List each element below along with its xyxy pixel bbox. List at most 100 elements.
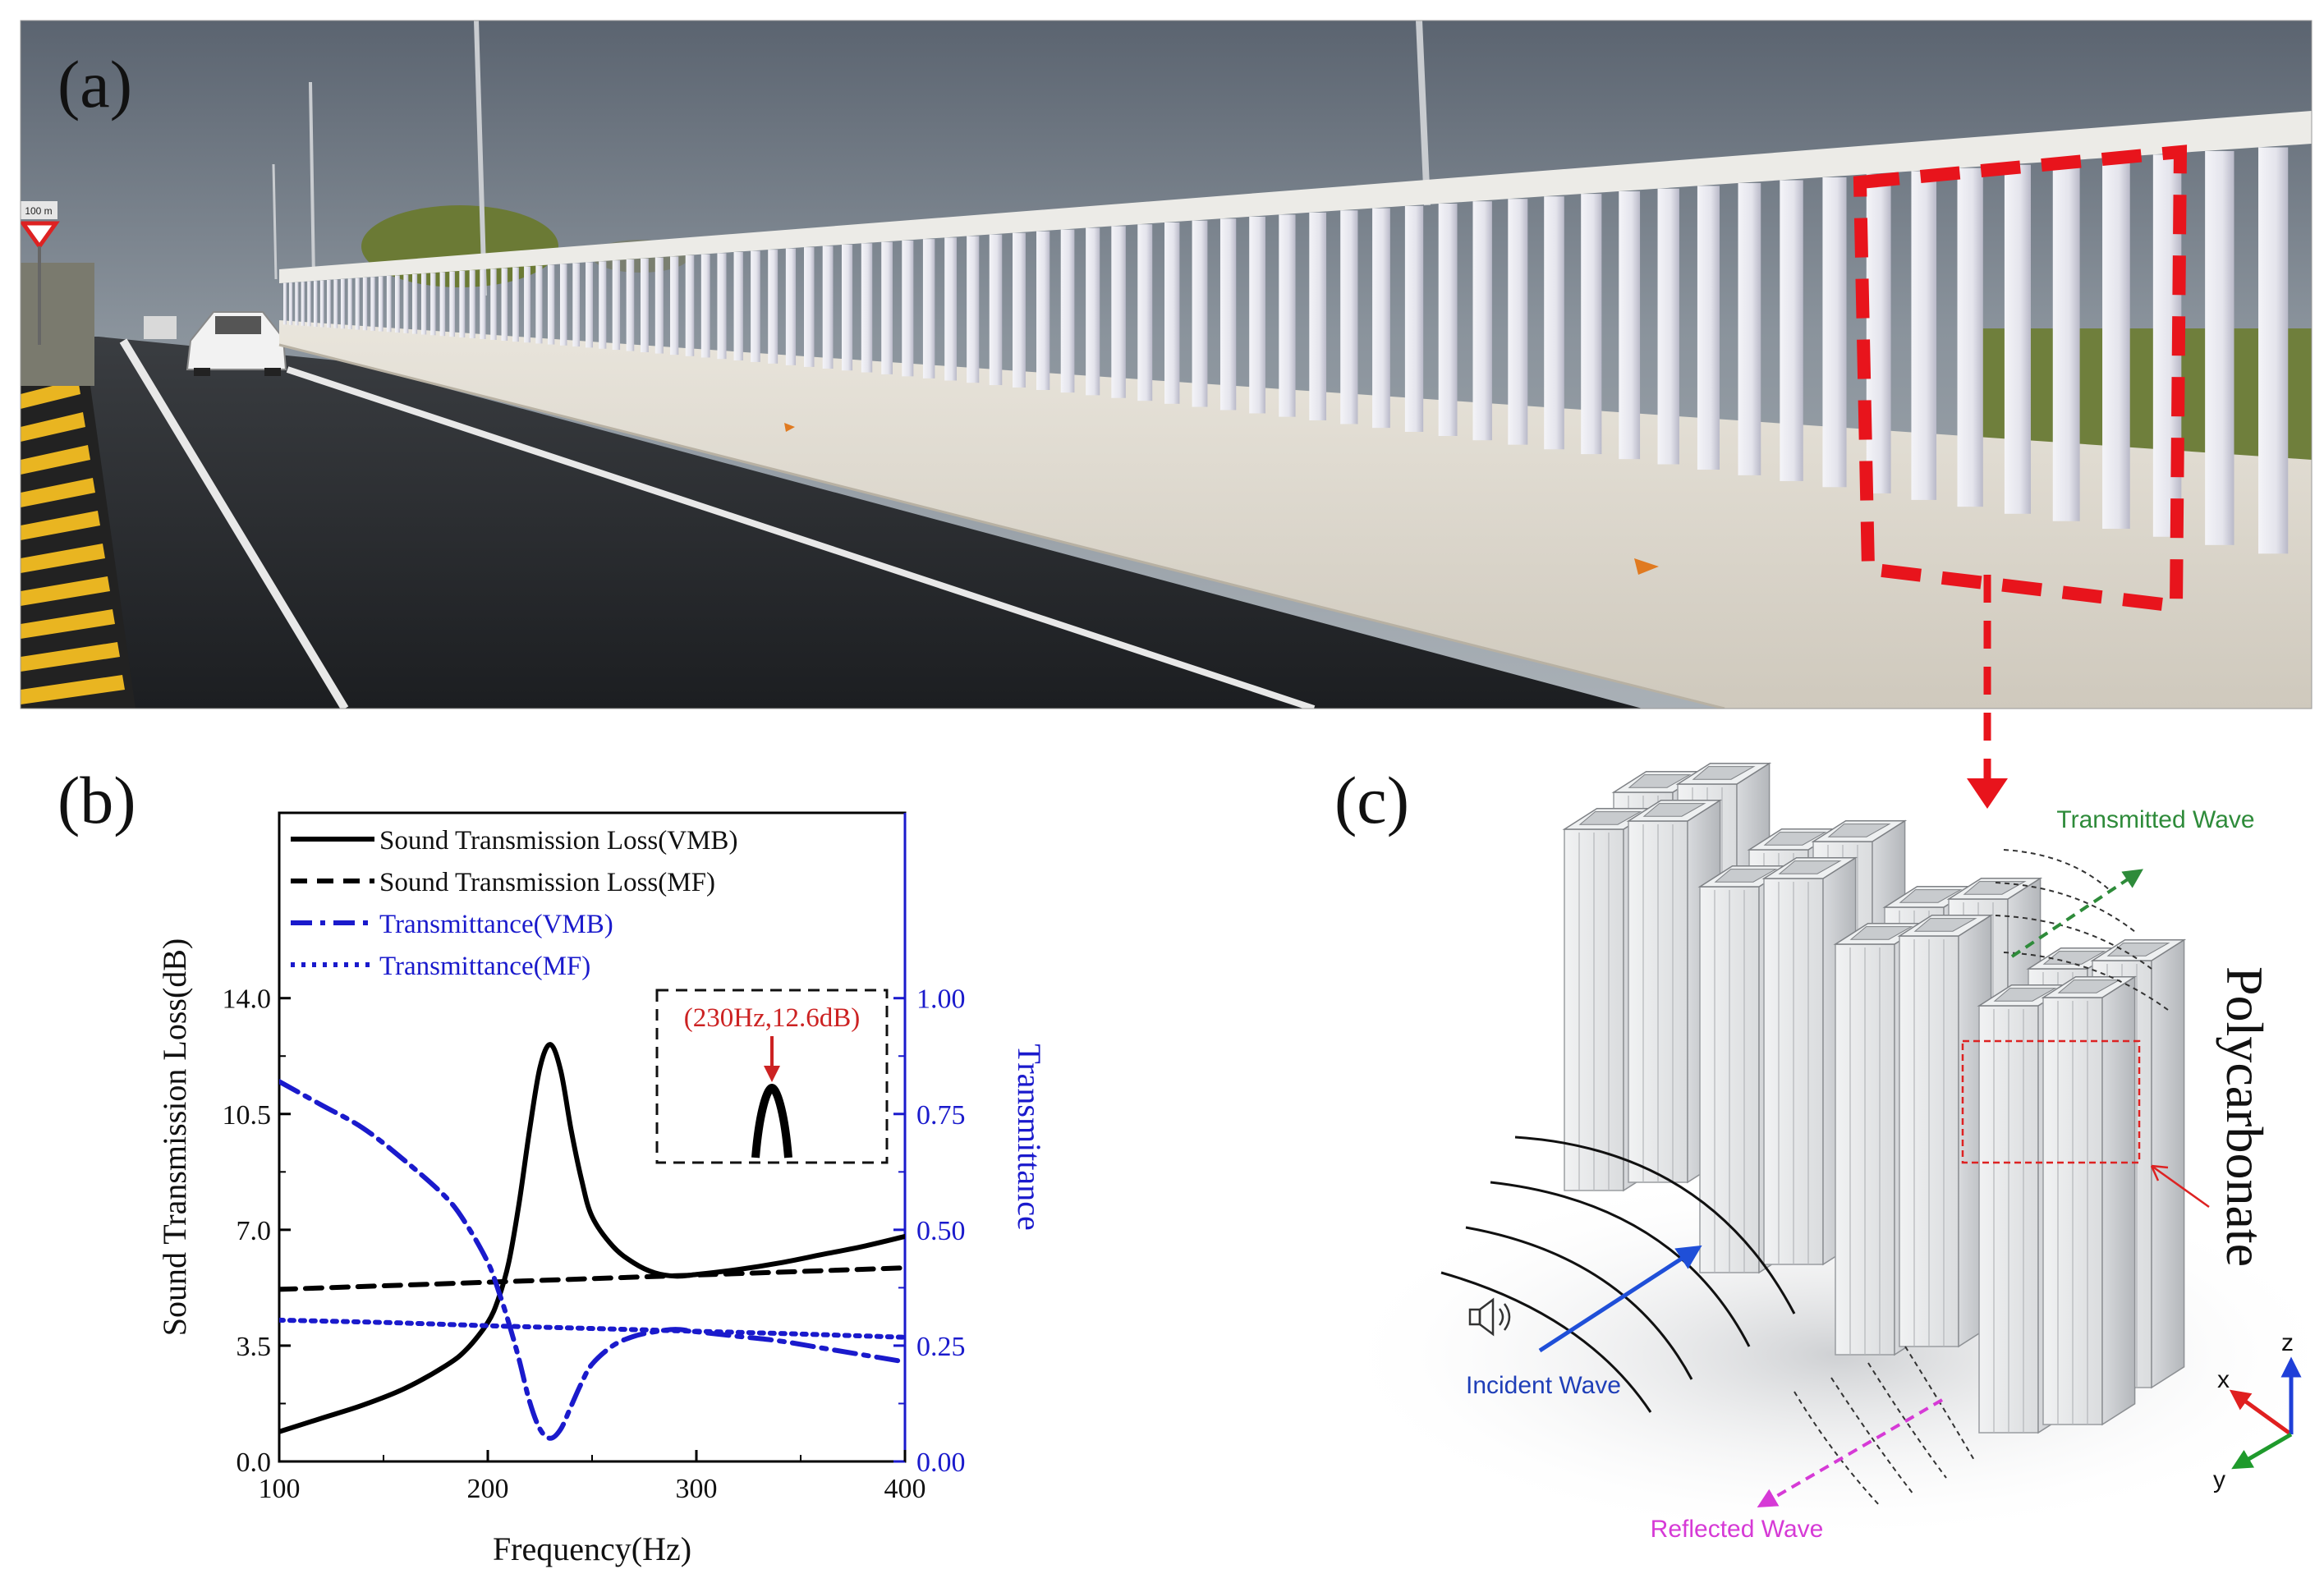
- reflected-wave: [1794, 1346, 1976, 1507]
- barrier-slat: [1508, 199, 1528, 445]
- lane-line: [286, 366, 1316, 709]
- barrier-slat: [822, 245, 834, 369]
- barrier-slat: [1219, 218, 1237, 411]
- barrier-slat: [490, 268, 497, 340]
- barrier-slat: [989, 234, 1003, 386]
- barrier-slat: [1309, 212, 1327, 420]
- barrier-slat: [449, 271, 456, 337]
- barrier-slat: [902, 240, 914, 377]
- y2-tick-label: 0.75: [916, 1100, 966, 1131]
- panel-label-b: (b): [57, 763, 136, 837]
- barrier-slat: [700, 254, 710, 358]
- y-tick-label: 0.0: [237, 1447, 272, 1478]
- barrier-slats: [283, 147, 2289, 554]
- barrier-slat: [685, 255, 695, 356]
- legend-label-mf-stl: Sound Transmission Loss(MF): [379, 868, 715, 897]
- transmitted-wave: [1995, 849, 2169, 1011]
- peak-inset: (230Hz,12.6dB): [655, 989, 889, 1164]
- top-rail: [279, 111, 2312, 283]
- incident-wave: [1440, 1136, 1796, 1413]
- barrier-slat: [1472, 201, 1492, 441]
- reflected-wave-label: Reflected Wave: [1651, 1516, 1824, 1543]
- y-tick-label: 7.0: [237, 1216, 272, 1246]
- transmitted-arrow-icon: [2010, 869, 2143, 958]
- barrier-slat: [1780, 180, 1803, 481]
- curb-stripe: [21, 642, 120, 672]
- barrier-slat: [1164, 222, 1180, 404]
- y2-tick-label: 0.00: [916, 1447, 966, 1478]
- y2-axis-title: Transmittance: [1011, 1044, 1048, 1230]
- curb-stripe: [21, 675, 125, 704]
- series-mf-transmittance: [279, 1317, 905, 1340]
- barrier-slat: [378, 276, 384, 332]
- barrier-slat: [1137, 224, 1153, 401]
- barrier-slat: [1340, 210, 1358, 424]
- panel-label-a: (a): [57, 47, 132, 122]
- barrier-slat: [301, 282, 305, 326]
- barrier-slat: [1036, 231, 1050, 390]
- transmission-chart: 0.03.57.010.514.0 0.000.250.500.751.00 1…: [156, 811, 1048, 1567]
- material-label: Polycarbonate: [2216, 966, 2274, 1267]
- barrier-slat: [524, 266, 530, 343]
- barrier-slat: [841, 244, 853, 371]
- barrier-slat: [804, 247, 815, 367]
- barrier-slat: [861, 243, 873, 373]
- barrier-slat: [881, 241, 893, 374]
- barrier-slat: [641, 258, 649, 353]
- x-tick-label: 100: [259, 1474, 301, 1504]
- barrier-slat: [355, 278, 360, 330]
- barrier-slat: [2102, 158, 2130, 530]
- barrier-slat: [1822, 177, 1847, 488]
- connector-arrow-icon: [1967, 778, 2008, 809]
- barrier-slat: [1438, 204, 1458, 437]
- barrier-slat: [2052, 161, 2080, 521]
- barrier-slat: [751, 250, 760, 362]
- incident-arrow-icon: [1538, 1245, 1702, 1353]
- barrier-slat: [1060, 229, 1075, 393]
- yield-sign: [21, 221, 60, 250]
- barrier-slat: [1911, 171, 1937, 500]
- speaker-icon: [1468, 1297, 1511, 1337]
- barrier-slat: [559, 264, 567, 346]
- barrier-slat: [2004, 164, 2031, 514]
- barrier-slat: [420, 273, 427, 335]
- legend: Sound Transmission Loss(VMB) Sound Trans…: [291, 826, 737, 981]
- barrier-slat: [295, 282, 299, 326]
- barrier-slat: [480, 269, 486, 339]
- barrier-slat: [1192, 220, 1208, 407]
- curb-stripe: [21, 511, 100, 540]
- x-tick-label: 300: [676, 1474, 718, 1504]
- barrier-slat: [469, 270, 475, 338]
- barrier-slat: [512, 267, 519, 342]
- barrier-slat: [586, 262, 593, 348]
- barrier-slat: [2258, 147, 2289, 554]
- y-axis-left: 0.0 3.5 7.0 10.5 14.0: [223, 984, 291, 1478]
- barrier-slat: [1619, 190, 1641, 460]
- curb-stripe: [21, 412, 85, 442]
- barrier-slat: [327, 280, 331, 328]
- y-tick-label: 10.5: [223, 1100, 272, 1131]
- orange-marker: [1634, 558, 1659, 575]
- legend-label-vmb-stl: Sound Transmission Loss(VMB): [379, 826, 737, 856]
- curb-stripe: [21, 576, 110, 606]
- column-profile: [1897, 914, 1994, 1348]
- panel-label-c: (c): [1334, 763, 1409, 837]
- barrier-slat: [459, 270, 466, 338]
- legend-label-mf-t: Transmittance(MF): [379, 952, 590, 981]
- y-tick-label: 14.0: [223, 984, 272, 1015]
- peak-shape: [751, 1083, 792, 1158]
- barrier-slat: [313, 281, 318, 327]
- curb-stripe: [21, 379, 80, 409]
- barrier-slat: [599, 261, 607, 349]
- y-axis-title: Sound Transmission Loss(dB): [156, 938, 193, 1337]
- barrier-slat: [626, 259, 635, 351]
- barrier-slat: [654, 257, 664, 354]
- barrier-slat: [362, 278, 368, 331]
- series-vmb-stl: [279, 1042, 905, 1434]
- barrier-slat: [1657, 188, 1679, 465]
- barrier-slat: [768, 250, 778, 364]
- orange-marker: [784, 423, 795, 432]
- barrier-slat: [307, 281, 311, 327]
- barrier-diagram: Transmitted Wave Incident Wave Reflected…: [1330, 762, 2324, 1544]
- y-tick-label: 3.5: [237, 1332, 272, 1362]
